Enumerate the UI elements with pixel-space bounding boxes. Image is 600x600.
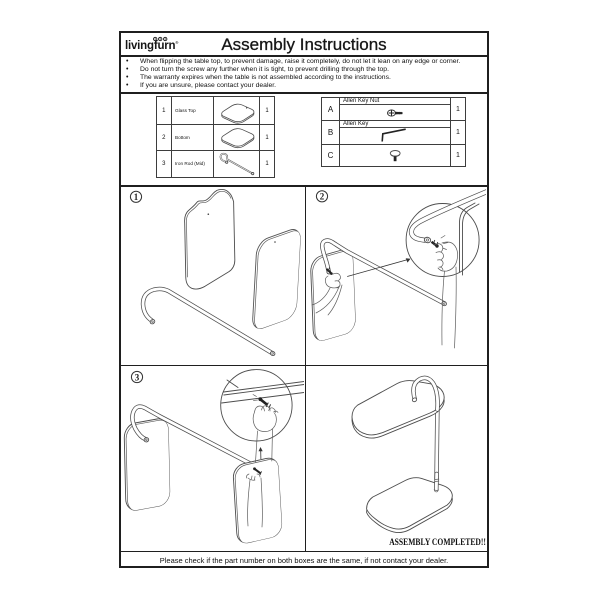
svg-text:3: 3 xyxy=(135,372,140,382)
svg-text:1: 1 xyxy=(134,192,139,202)
svg-text:2: 2 xyxy=(319,192,324,202)
